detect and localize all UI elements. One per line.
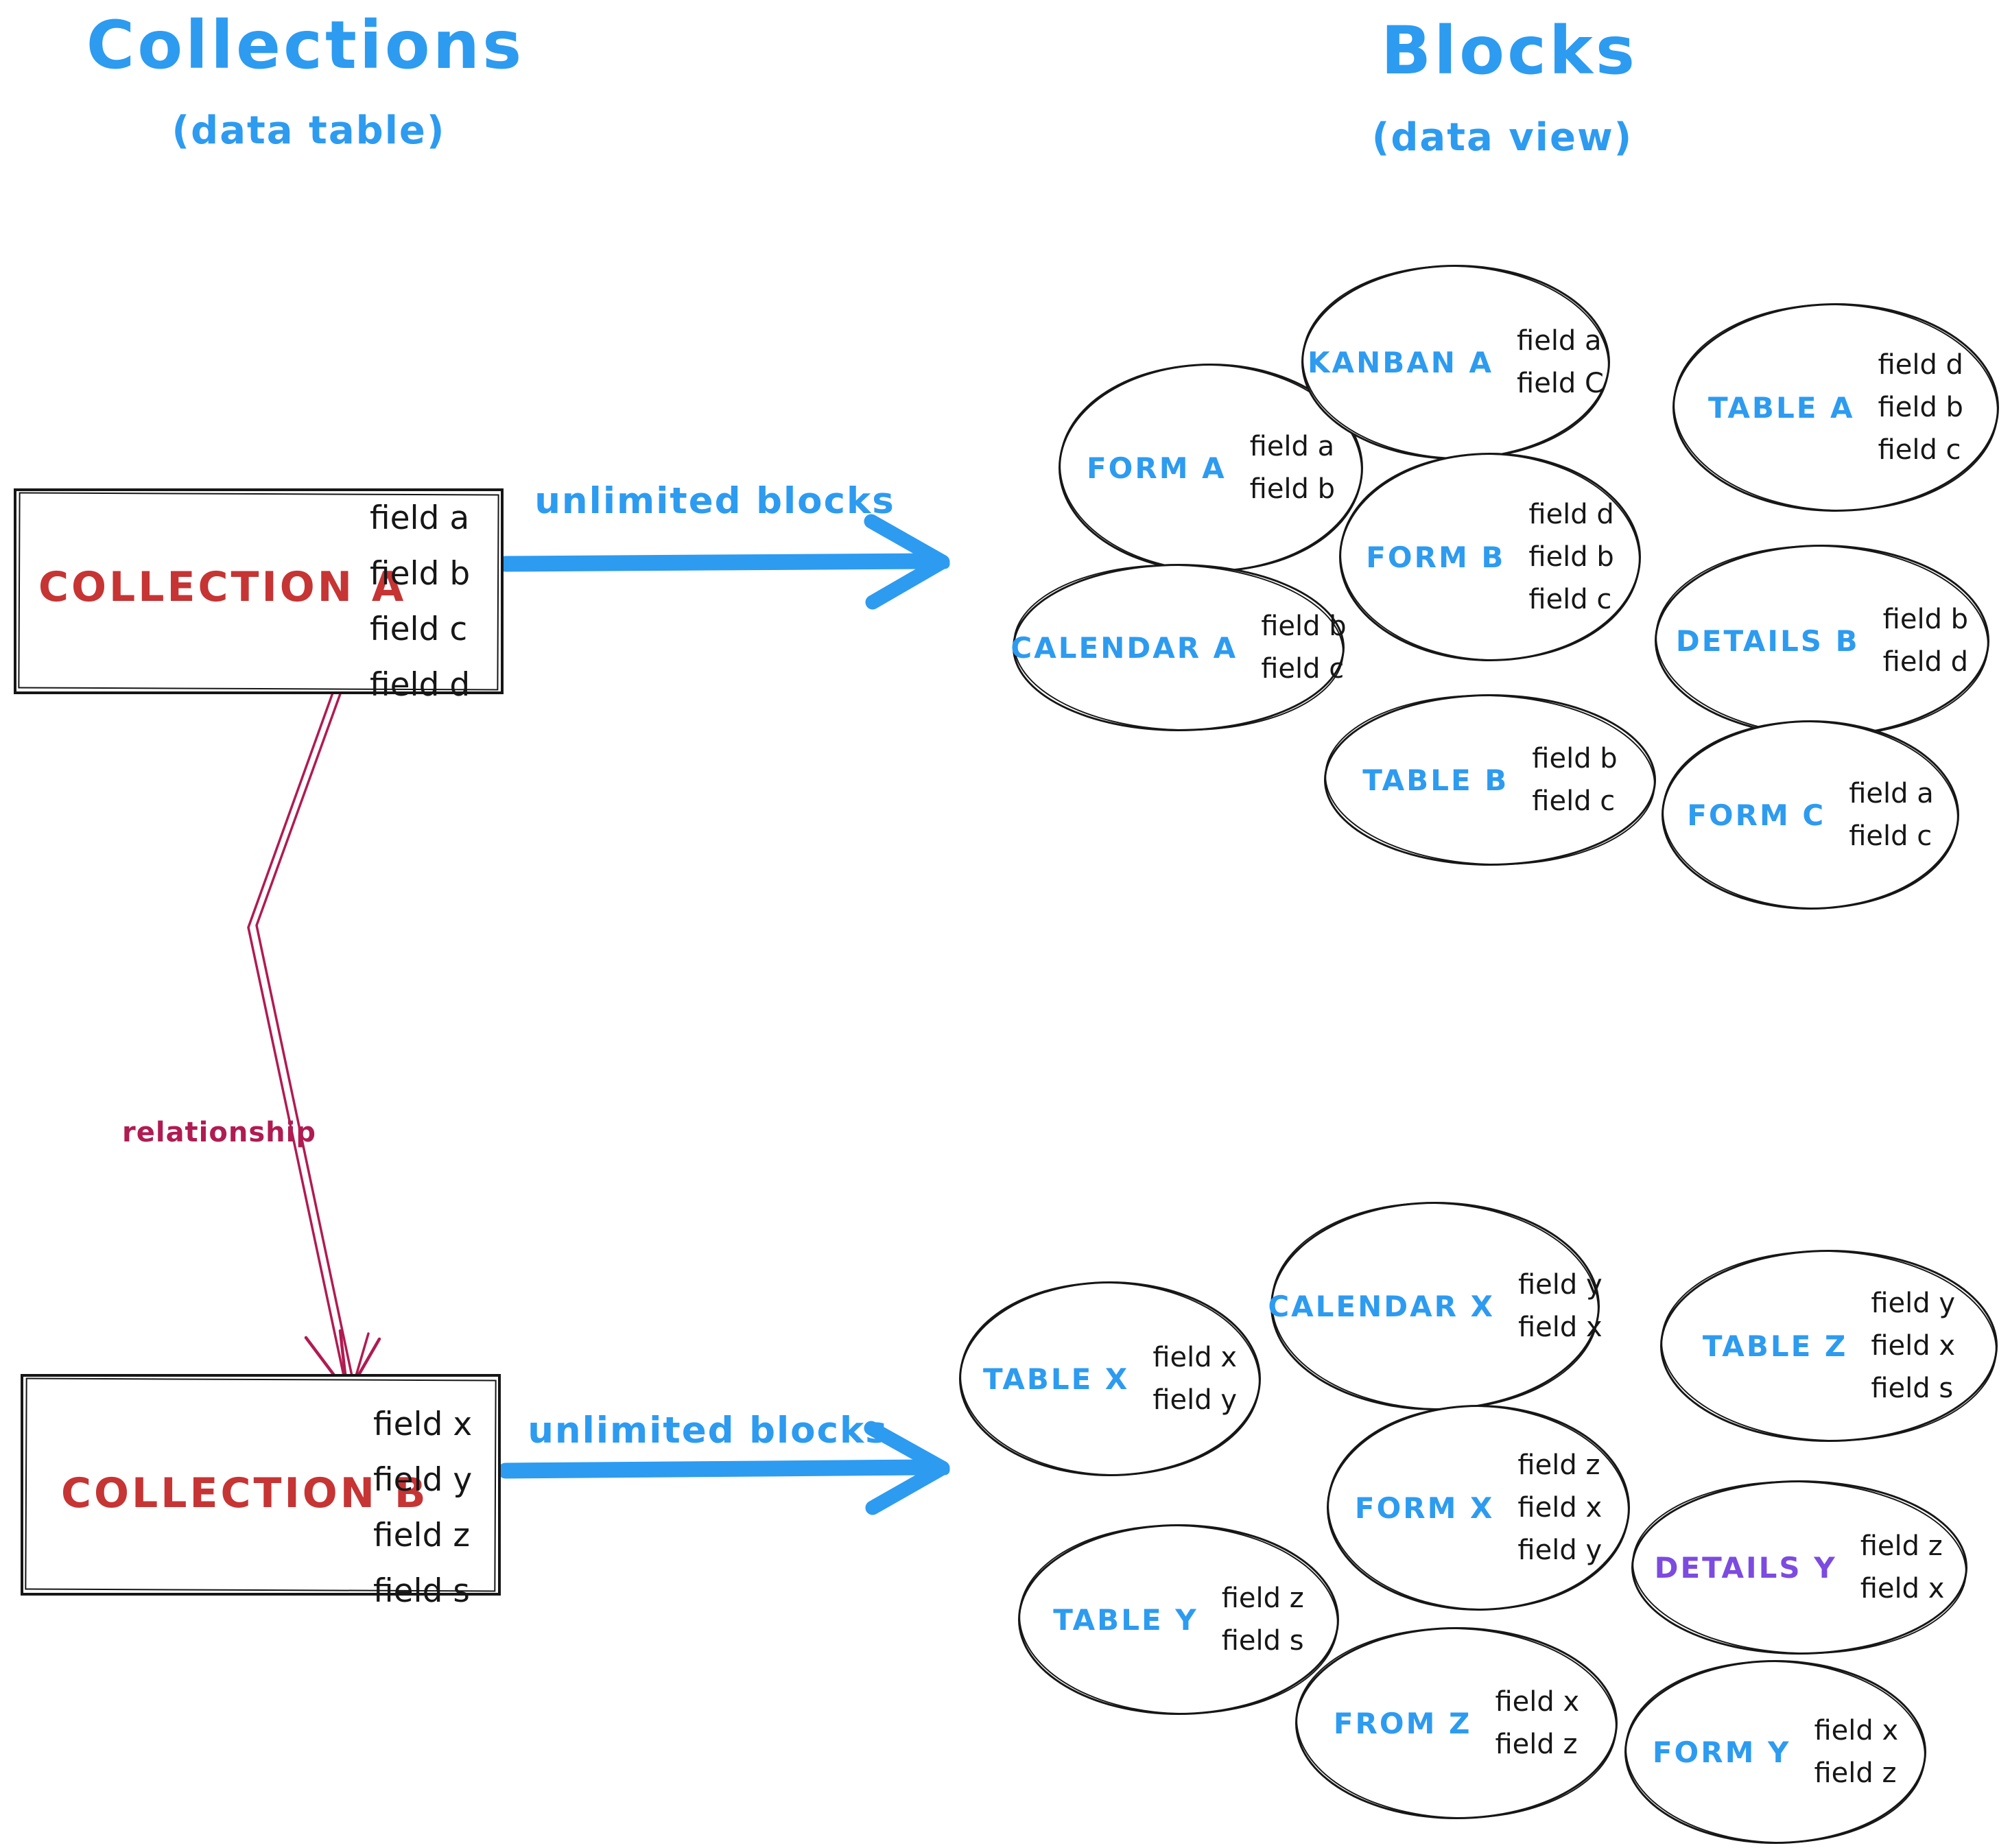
block-label: FORM A: [1086, 451, 1227, 485]
block-field: field b: [1882, 604, 1969, 635]
relationship-label: relationship: [122, 1117, 316, 1148]
collections-title: Collections: [86, 7, 525, 84]
block-field: field x: [1517, 1492, 1603, 1524]
collection-b-field: field y: [373, 1461, 473, 1499]
block-field: field b: [1261, 611, 1347, 642]
block-form-c: FORM C field a field c: [1662, 720, 1959, 910]
block-field: field x: [1871, 1330, 1956, 1362]
blocks-title: Blocks: [1381, 12, 1637, 89]
block-table-y: TABLE Y field z field s: [1018, 1524, 1339, 1715]
block-label: FROM Z: [1333, 1706, 1472, 1740]
block-label: DETAILS B: [1675, 624, 1860, 658]
block-field: field d: [1878, 349, 1963, 381]
block-label: CALENDAR A: [1010, 630, 1238, 665]
block-label: TABLE B: [1362, 763, 1509, 797]
block-field: field a: [1249, 431, 1335, 462]
block-field: field y: [1517, 1535, 1603, 1566]
bottom-arrow-label: unlimited blocks: [528, 1410, 888, 1452]
block-table-z: TABLE Z field y field x field s: [1660, 1250, 1998, 1442]
block-field: field b: [1249, 473, 1336, 505]
block-field: field x: [1860, 1573, 1945, 1604]
block-field: field b: [1532, 743, 1618, 774]
block-field: field y: [1871, 1288, 1956, 1319]
block-form-x: FORM X field z field x field y: [1327, 1405, 1630, 1611]
block-field: field x: [1517, 1312, 1603, 1343]
collection-a-box: COLLECTION A field a field b field c fie…: [14, 488, 504, 704]
block-field: field x: [1152, 1342, 1238, 1373]
block-label: TABLE Z: [1702, 1329, 1848, 1363]
block-field: field z: [1517, 1449, 1600, 1481]
block-field: field c: [1528, 584, 1612, 615]
blocks-subtitle: (data view): [1371, 115, 1633, 160]
block-field: field a: [1517, 325, 1602, 357]
block-label: CALENDAR X: [1268, 1289, 1495, 1323]
block-label: FORM Y: [1652, 1735, 1791, 1769]
collections-subtitle: (data table): [172, 108, 446, 153]
block-field: field c: [1261, 653, 1345, 685]
block-details-b: DETAILS B field b field d: [1655, 545, 1989, 737]
block-field: field s: [1871, 1373, 1954, 1404]
block-form-b: FORM B field d field b field c: [1339, 453, 1641, 661]
block-calendar-x: CALENDAR X field y field x: [1268, 1202, 1603, 1410]
block-field: field b: [1878, 392, 1963, 423]
block-field: field y: [1517, 1269, 1603, 1301]
block-form-y: FORM Y field x field z: [1624, 1660, 1926, 1844]
collection-b-name: COLLECTION B: [61, 1469, 429, 1517]
collection-a-field: field c: [370, 611, 468, 648]
block-field: field d: [1528, 499, 1614, 530]
block-field: field x: [1495, 1686, 1580, 1718]
block-label: DETAILS Y: [1654, 1550, 1837, 1585]
collection-b-box: COLLECTION B field x field y field z fie…: [21, 1374, 501, 1610]
block-field: field s: [1221, 1625, 1304, 1657]
block-field: field d: [1882, 646, 1969, 678]
block-label: TABLE X: [982, 1362, 1130, 1396]
block-field: field z: [1221, 1583, 1304, 1614]
block-field: field z: [1495, 1729, 1578, 1760]
block-field: field z: [1860, 1530, 1943, 1562]
block-table-b: TABLE B field b field c: [1324, 694, 1656, 866]
block-label: KANBAN A: [1308, 345, 1494, 379]
block-label: FORM C: [1687, 798, 1826, 832]
block-label: FORM X: [1354, 1491, 1495, 1525]
collection-a-field: field a: [370, 499, 470, 537]
block-field: field a: [1849, 778, 1934, 809]
block-field: field c: [1849, 820, 1932, 852]
collection-b-field: field s: [373, 1572, 470, 1610]
arrow-relationship: [247, 665, 381, 1395]
block-form-a: FORM A field a field b: [1059, 364, 1363, 572]
block-label: FORM B: [1366, 540, 1506, 574]
collection-a-name: COLLECTION A: [38, 563, 407, 611]
block-field: field b: [1528, 541, 1614, 573]
collection-a-field: field d: [370, 666, 471, 704]
arrow-collection-a-to-blocks: [497, 514, 950, 610]
block-field: field c: [1532, 785, 1616, 817]
block-table-a: TABLE A field d field b field c: [1672, 303, 1999, 512]
collection-b-field: field z: [373, 1517, 471, 1554]
block-label: TABLE A: [1708, 390, 1855, 425]
block-field: field y: [1152, 1384, 1238, 1416]
block-kanban-a: KANBAN A field a field C: [1301, 265, 1610, 460]
block-table-x: TABLE X field x field y: [959, 1281, 1261, 1476]
collection-b-field: field x: [373, 1406, 473, 1443]
block-field: field c: [1878, 434, 1961, 466]
block-from-z: FROM Z field x field z: [1295, 1627, 1618, 1819]
block-field: field C: [1517, 368, 1604, 399]
block-calendar-a: CALENDAR A field b field c: [1010, 564, 1347, 731]
top-arrow-label: unlimited blocks: [534, 480, 895, 522]
block-label: TABLE Y: [1053, 1602, 1198, 1637]
block-field: field z: [1814, 1757, 1897, 1789]
collection-a-field: field b: [370, 555, 471, 593]
block-field: field x: [1814, 1715, 1899, 1746]
block-details-y: DETAILS Y field z field x: [1631, 1480, 1967, 1655]
